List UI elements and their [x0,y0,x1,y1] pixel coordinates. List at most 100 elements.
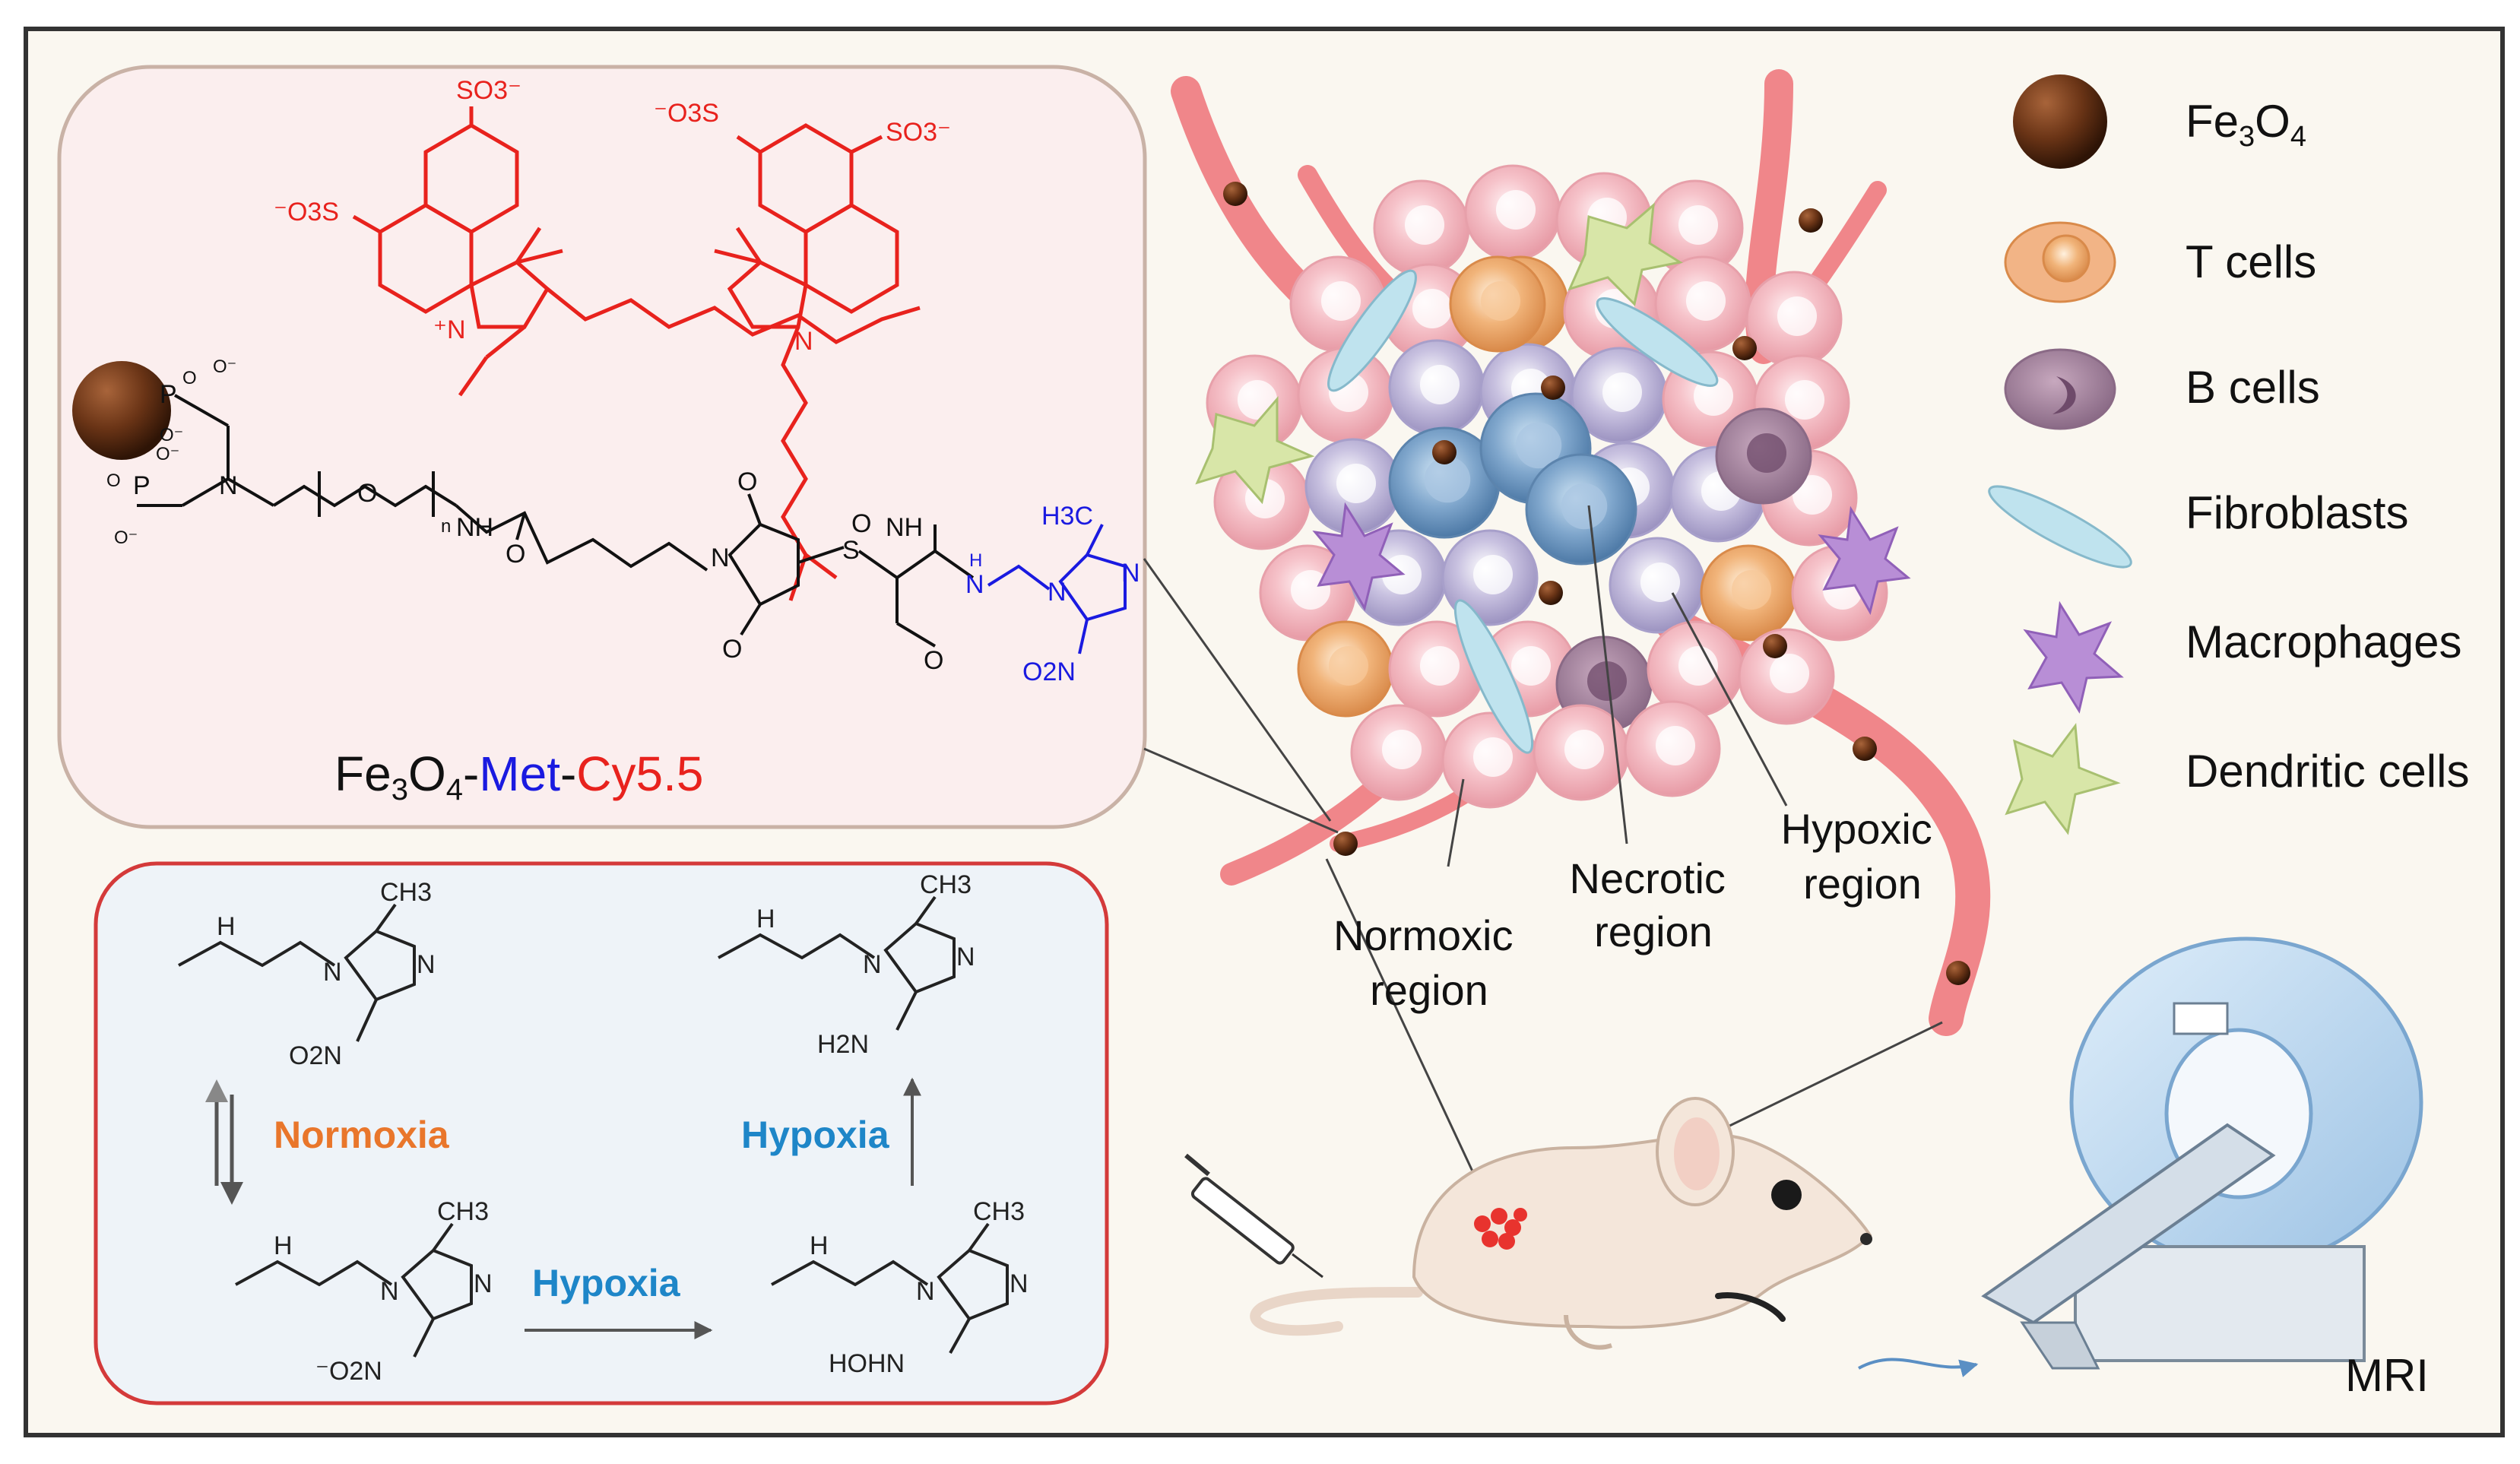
n-label-2: N [417,950,436,979]
n-maleimide-label: N [711,543,730,572]
mouse-ear-inner [1674,1117,1720,1190]
h3c-label: H3C [1041,502,1093,531]
hohn-label: HOHN [829,1349,905,1378]
cy55-dye-structure [352,106,921,601]
mouse-nose [1860,1233,1872,1245]
nanoparticle-icon [1541,376,1565,400]
o-1-label: O [182,368,197,388]
nh-label-1: H [217,912,236,941]
probe-name-met: Met [479,746,560,801]
radical-o2n-label: ⁻O2N [315,1357,382,1386]
cell-nucleus [1731,569,1772,610]
n-label-3: N [863,950,882,979]
o-amide-2-label: O [851,509,871,538]
o-minus-3-label: O⁻ [156,444,179,464]
fibroblast-icon [1988,485,2132,569]
h-amide-label: H [969,550,982,571]
cell-nucleus [1336,463,1377,504]
ch3-label-1: CH3 [380,878,432,907]
mouse-foot [1564,1314,1612,1350]
dendritic-cell-icon [2005,722,2121,835]
mri-label: MRI [2345,1350,2429,1401]
ch3-label-4: CH3 [973,1197,1025,1226]
o-minus-2-label: O⁻ [160,425,183,445]
cell-nucleus [1419,364,1460,405]
maleimide-cysteine-linker [727,493,975,648]
o-2-label: O [106,471,121,491]
n-plus-label: ⁺N [433,315,466,344]
cell-nucleus [1602,372,1643,413]
o3s-left-label: ⁻O3S [274,198,339,227]
cell-nucleus [1412,288,1453,329]
tumor-microenvironment: Normoxic region Necrotic region Hypoxic … [1143,69,1991,1225]
probe-structure-panel: SO3⁻ ⁻O3S ⁻O3S SO3⁻ ⁺N N P P O⁻ O⁻ O⁻ O⁻… [57,65,1147,829]
metronidazole-structure [987,524,1127,654]
nitro-imidazole-structure [178,903,416,1042]
dendritic-cell [1195,395,1315,505]
reduction-mechanism-panel: H N N CH3 O2N H N N CH3 H2N H N N CH3 ⁻O… [94,861,1109,1405]
s-label: S [842,536,860,565]
nh-label-2: H [756,905,775,933]
probe-name-o: O [408,746,446,801]
mouse-illustration [1250,1097,1872,1350]
normoxic-line-2: region [1370,966,1488,1014]
nanoparticle-icon [1432,440,1457,464]
equilibrium-arrow [205,1079,243,1205]
cell-nucleus [1693,376,1734,417]
so3-top-left-label: SO3⁻ [456,76,521,105]
nanoparticle-icon [1763,634,1787,658]
hypoxic-region-label: Hypoxic region [1781,805,1945,908]
syringe-icon [1184,1153,1323,1279]
cell-nucleus [1678,204,1719,246]
legend: Fe3O4 T cells B cells Fibroblasts Macrop… [1988,74,2469,835]
mri-base [2074,1245,2366,1362]
fibroblast-cell [1596,297,1719,387]
cell-nucleus [1655,725,1696,766]
nanoparticle-icon [1333,832,1358,856]
probe-name-dash-1: - [463,746,479,801]
nanoparticle-icon [1732,336,1757,360]
o-mal-2-label: O [722,635,742,664]
probe-name-dash-2: - [560,746,576,801]
cell-nucleus [1404,204,1445,246]
n-label-1: N [323,958,342,987]
probe-name-cy55: Cy5.5 [576,746,703,801]
o2n-label-1: O2N [289,1041,342,1070]
cell-nucleus [1678,645,1719,686]
o-amide-3-label: O [924,646,943,675]
phosphonate-peg-linker [137,394,708,572]
hypoxic-line-2: region [1803,860,1922,908]
n-subscript-label: n [441,516,451,537]
n-imid-2-label: N [1121,559,1140,588]
mri-table-pedestal [2020,1321,2100,1370]
cell-nucleus [1792,474,1833,515]
normoxia-label: Normoxia [274,1114,450,1156]
o3s-right-label: ⁻O3S [654,99,719,128]
legend-label-b-cells: B cells [2186,362,2320,413]
legend-fe: Fe [2186,96,2239,147]
o-minus-4-label: O⁻ [114,528,138,548]
ch3-label-3: CH3 [437,1197,489,1226]
mri-table [1981,1123,2276,1325]
nanoparticle-icon [1946,961,1970,985]
o2n-label: O2N [1022,658,1076,686]
n-amide-label: N [965,570,984,599]
cell-nucleus [1510,645,1552,686]
mouse-tail [1250,1287,1423,1336]
normoxic-line-1: Normoxic [1333,911,1513,959]
mouse-eye [1771,1180,1802,1210]
nh-1-label: NH [456,513,493,542]
probe-name-sub3: 3 [391,773,408,806]
probe-name-sub4: 4 [446,773,463,806]
nh-label-3: H [274,1231,293,1260]
o-peg-label: O [357,479,377,508]
tumor-site-icon [1474,1208,1527,1250]
legend-label-fe3o4: Fe3O4 [2186,96,2306,153]
hydroxylamine-structure [771,1222,1009,1354]
legend-o-sub: 4 [2290,121,2306,153]
macrophage-icon [2023,600,2124,714]
cell-nucleus [1381,729,1422,770]
cell-nucleus [1769,653,1810,694]
ch3-label-2: CH3 [920,870,972,899]
necrotic-line-2: region [1594,908,1713,955]
